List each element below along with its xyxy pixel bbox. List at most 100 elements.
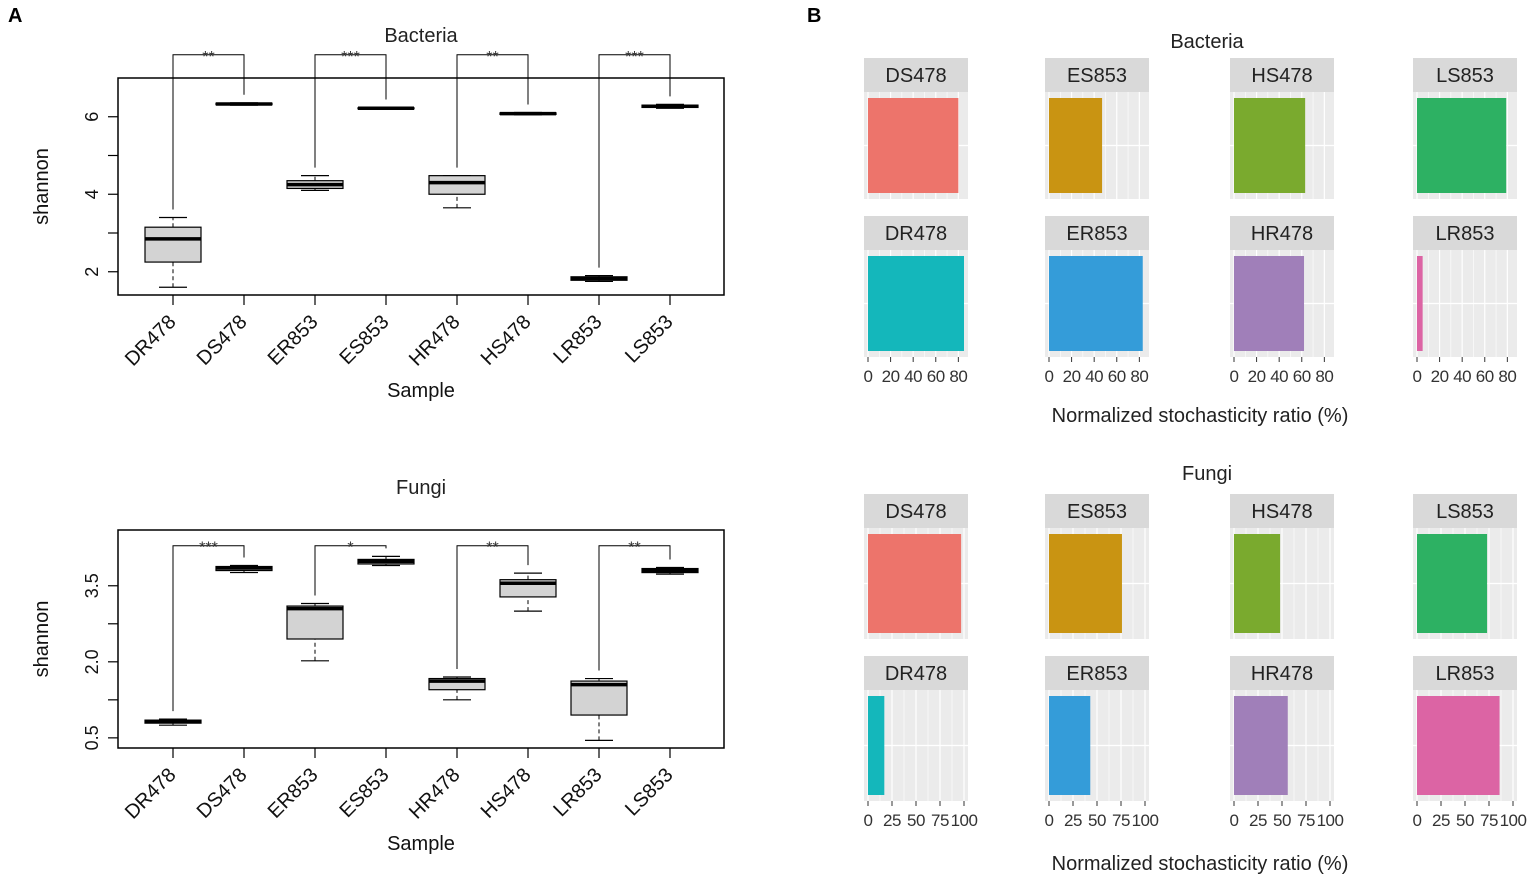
- bar-ds478: [868, 534, 962, 633]
- x-tick-label: ES853: [336, 311, 394, 369]
- x-tick-label: 60: [927, 367, 945, 386]
- x-tick-label: 25: [883, 811, 901, 830]
- x-tick-label: 0: [864, 811, 873, 830]
- x-tick-label: HR478: [405, 764, 465, 824]
- x-axis-label: Sample: [387, 380, 455, 402]
- x-axis-label: Normalized stochasticity ratio (%): [1052, 405, 1349, 427]
- box-hr478: [428, 677, 486, 691]
- facet-label: DR478: [885, 663, 947, 685]
- x-tick-label: DS478: [193, 764, 252, 823]
- y-axis-label: shannon: [31, 148, 53, 225]
- bar-es853: [1049, 534, 1122, 633]
- x-tick-label: 75: [1112, 811, 1130, 830]
- facet-label: DS478: [885, 501, 946, 523]
- facet-label: DR478: [885, 223, 947, 245]
- bar-ls853: [1417, 98, 1507, 193]
- chart-title: Fungi: [1182, 463, 1232, 485]
- y-tick-label: 2: [82, 267, 102, 277]
- facet-label: DS478: [885, 65, 946, 87]
- box-hr478: [428, 175, 486, 195]
- x-tick-label: 75: [1480, 811, 1498, 830]
- facet-strip: [864, 58, 968, 92]
- box-dr478: [144, 226, 202, 263]
- x-tick-label: 40: [1270, 367, 1288, 386]
- x-tick-label: ER853: [264, 311, 323, 370]
- x-tick-label: 0: [1045, 811, 1054, 830]
- bar-lr853: [1417, 256, 1423, 351]
- bar-er853: [1049, 256, 1143, 351]
- facet-label: ES853: [1067, 501, 1127, 523]
- x-tick-label: 25: [1249, 811, 1267, 830]
- x-tick-label: 75: [931, 811, 949, 830]
- x-tick-label: 0: [1230, 811, 1239, 830]
- significance-label: **: [628, 540, 640, 557]
- significance-label: ***: [341, 49, 360, 66]
- x-tick-label: HS478: [477, 311, 536, 370]
- x-tick-label: 60: [1293, 367, 1311, 386]
- x-tick-label: 50: [907, 811, 925, 830]
- facet-strip: [864, 216, 968, 250]
- bar-ds478: [868, 98, 959, 193]
- panel-label-a: A: [8, 5, 22, 27]
- bar-hs478: [1234, 98, 1306, 193]
- x-tick-label: 20: [1431, 367, 1449, 386]
- x-tick-label: 0: [1230, 367, 1239, 386]
- significance-bracket: [456, 545, 529, 670]
- facet-strip: [1045, 216, 1149, 250]
- bar-lr853: [1417, 696, 1500, 795]
- facet-label: LR853: [1436, 223, 1495, 245]
- plot-frame: [117, 77, 725, 296]
- significance-bracket: [598, 545, 671, 671]
- x-axis-label: Sample: [387, 833, 455, 855]
- x-tick-label: 40: [1453, 367, 1471, 386]
- x-tick-label: 0: [1413, 367, 1422, 386]
- significance-bracket: [598, 54, 671, 268]
- facet-strip: [864, 494, 968, 528]
- x-tick-label: 20: [882, 367, 900, 386]
- chart-title: Fungi: [396, 477, 446, 499]
- x-tick-label: 100: [951, 811, 978, 830]
- x-tick-label: 0: [1413, 811, 1422, 830]
- significance-bracket: [456, 54, 529, 168]
- x-tick-label: 75: [1297, 811, 1315, 830]
- x-tick-label: 50: [1273, 811, 1291, 830]
- x-tick-label: 25: [1432, 811, 1450, 830]
- significance-bracket: [314, 54, 387, 168]
- bar-dr478: [868, 696, 885, 795]
- x-tick-label: 100: [1500, 811, 1527, 830]
- significance-bracket: [172, 54, 245, 210]
- x-tick-label: DR478: [121, 764, 181, 824]
- y-tick-label: 6: [82, 112, 102, 122]
- x-tick-label: DS478: [193, 311, 252, 370]
- y-axis-label: shannon: [31, 601, 53, 678]
- x-tick-label: HR478: [405, 311, 465, 371]
- facet-label: HS478: [1251, 65, 1312, 87]
- x-tick-label: 25: [1064, 811, 1082, 830]
- facet-label: LS853: [1436, 65, 1494, 87]
- box-lr853: [570, 680, 628, 716]
- facet-label: ER853: [1066, 663, 1127, 685]
- x-tick-label: 50: [1088, 811, 1106, 830]
- x-tick-label: 100: [1317, 811, 1344, 830]
- significance-label: **: [202, 49, 214, 66]
- x-tick-label: 80: [949, 367, 967, 386]
- y-tick-label: 0.5: [82, 725, 102, 750]
- facet-label: ES853: [1067, 65, 1127, 87]
- significance-label: **: [486, 49, 498, 66]
- chart-title: Bacteria: [1170, 31, 1244, 53]
- x-tick-label: 50: [1456, 811, 1474, 830]
- facet-label: HR478: [1251, 223, 1313, 245]
- x-tick-label: 80: [1498, 367, 1516, 386]
- facet-strip: [1045, 58, 1149, 92]
- x-tick-label: 80: [1315, 367, 1333, 386]
- x-tick-label: LS853: [621, 311, 677, 367]
- bar-hr478: [1234, 256, 1305, 351]
- facet-label: LR853: [1436, 663, 1495, 685]
- x-axis-label: Normalized stochasticity ratio (%): [1052, 853, 1349, 875]
- facet-strip: [1230, 58, 1334, 92]
- y-tick-label: 3.5: [82, 573, 102, 598]
